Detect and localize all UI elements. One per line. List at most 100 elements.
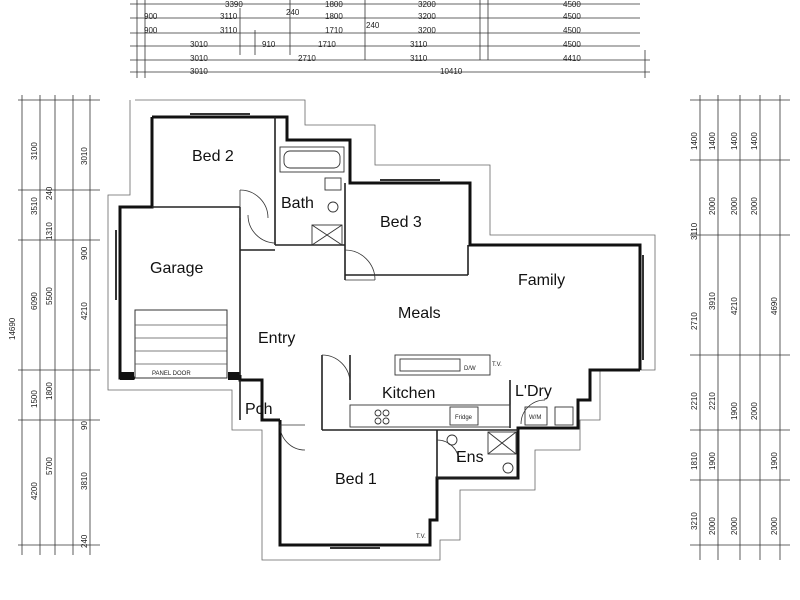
- top-dim-r4-5: 4500: [563, 40, 581, 49]
- right-dim-c4-3: 4690: [770, 297, 779, 315]
- fridge-space: [449, 406, 479, 426]
- dw-label: D/W: [464, 366, 476, 372]
- left-dim-c2-3: 5500: [45, 287, 54, 305]
- left-dimension-lines: [18, 95, 100, 555]
- top-dim-r4-3: 1710: [318, 40, 336, 49]
- top-dim-r3-5: 3200: [418, 26, 436, 35]
- right-dim-c3-4: 1900: [730, 402, 739, 420]
- top-dim-r1-3: 3200: [418, 0, 436, 9]
- left-dim-c2-1: 240: [45, 186, 54, 200]
- room-label-bed1: Bed 1: [335, 471, 377, 488]
- right-dim-c1-3: 2710: [690, 312, 699, 330]
- top-dim-r6-1: 3010: [190, 67, 208, 76]
- laundry-tub-icon: [554, 406, 574, 426]
- top-dim-r5-4: 4410: [563, 54, 581, 63]
- right-dimension-labels: 1400 3110 2710 2210 1810 3210 1400 2000 …: [690, 132, 779, 535]
- door-swings: [239, 189, 546, 463]
- room-label-pch: Pch: [245, 401, 273, 418]
- top-dim-r2-6: 4500: [563, 12, 581, 21]
- basin-icon: [324, 177, 342, 191]
- right-dim-c3-1: 1400: [730, 132, 739, 150]
- right-dimension-lines: [690, 95, 790, 560]
- top-dim-r4-1: 3010: [190, 40, 208, 49]
- ensuite-basin-icon: [446, 434, 458, 446]
- left-dim-c2-5: 5700: [45, 457, 54, 475]
- right-dim-c1-4: 2210: [690, 392, 699, 410]
- top-dim-r1-4: 4500: [563, 0, 581, 9]
- room-label-bed2: Bed 2: [192, 148, 234, 165]
- right-dim-c4-1: 1400: [750, 132, 759, 150]
- room-label-kitchen: Kitchen: [382, 385, 435, 402]
- ensuite-shower-icon: [487, 431, 517, 455]
- left-dim-c2-2: 1310: [45, 222, 54, 240]
- room-label-family: Family: [518, 272, 565, 289]
- cooktop-icon: [374, 409, 382, 417]
- top-dim-r4-2: 910: [262, 40, 276, 49]
- right-dim-c1-5: 1810: [690, 452, 699, 470]
- right-dim-c2-5: 1900: [708, 452, 717, 470]
- left-dim-c1-4: 1500: [30, 390, 39, 408]
- right-dim-c4-4: 2000: [750, 402, 759, 420]
- right-dim-c2-4: 2210: [708, 392, 717, 410]
- top-dim-r3-4: 240: [366, 21, 380, 30]
- interior-walls: [152, 117, 518, 479]
- top-dim-r2-5: 3200: [418, 12, 436, 21]
- right-dim-c1-6: 3210: [690, 512, 699, 530]
- kitchen-island: [394, 354, 491, 376]
- exterior-walls: [118, 115, 642, 547]
- left-dim-c3-5: 3810: [80, 472, 89, 490]
- top-dim-r5-2: 2710: [298, 54, 316, 63]
- top-dim-r3-2: 3110: [220, 26, 238, 35]
- toilet-icon: [327, 201, 339, 213]
- left-dim-c1-5: 4200: [30, 482, 39, 500]
- top-dimension-labels: 3390 1800 3200 4500 900 3110 240 1800 32…: [144, 0, 581, 76]
- left-dim-c3-6: 240: [80, 534, 89, 548]
- right-dim-c2-1: 1400: [708, 132, 717, 150]
- left-dim-c3-3: 4210: [80, 302, 89, 320]
- top-dimension-lines: [130, 0, 650, 78]
- wm-label: W/M: [529, 415, 541, 421]
- room-label-bath: Bath: [281, 195, 314, 212]
- top-dim-r1-1: 3390: [225, 0, 243, 9]
- right-dim-c2-2: 2000: [708, 197, 717, 215]
- room-label-meals: Meals: [398, 305, 441, 322]
- garage-panel-door: PANEL DOOR: [120, 309, 240, 380]
- tv-label-family: T.V.: [492, 362, 502, 368]
- right-dim-c1-1: 1400: [690, 132, 699, 150]
- left-dim-c1-3: 6090: [30, 292, 39, 310]
- right-dim-c3-5: 2000: [730, 517, 739, 535]
- top-dim-r3-3: 1710: [325, 26, 343, 35]
- room-label-bed3: Bed 3: [380, 214, 422, 231]
- left-dim-c1-2: 3510: [30, 197, 39, 215]
- room-label-entry: Entry: [258, 330, 295, 347]
- left-dim-c3-1: 3010: [80, 147, 89, 165]
- right-dim-c3-3: 4210: [730, 297, 739, 315]
- site-outline: [107, 99, 656, 561]
- room-labels: Bed 2 Bath Bed 3 Garage Family Meals Ent…: [150, 148, 565, 488]
- top-dim-r5-3: 3110: [410, 54, 428, 63]
- right-dim-c2-6: 2000: [708, 517, 717, 535]
- tv-label-bed1: T.V.: [416, 534, 426, 540]
- left-dim-c2-4: 1800: [45, 382, 54, 400]
- right-dim-c4-2: 2000: [750, 197, 759, 215]
- left-dimension-labels: 14690 3100 3510 6090 1500 4200 240 1310 …: [8, 142, 89, 548]
- panel-door-label: PANEL DOOR: [152, 371, 191, 377]
- right-dim-c4-5: 1900: [770, 452, 779, 470]
- top-dim-r1-2: 1800: [325, 0, 343, 9]
- top-dim-r3-6: 4500: [563, 26, 581, 35]
- right-dim-c1-2: 3110: [690, 222, 699, 240]
- room-label-ldry: L'Dry: [515, 383, 552, 400]
- ensuite-toilet-icon: [502, 462, 514, 474]
- washing-machine-space: [524, 406, 548, 426]
- room-label-ens: Ens: [456, 449, 484, 466]
- right-dim-c3-2: 2000: [730, 197, 739, 215]
- top-dim-r3-1: 900: [144, 26, 158, 35]
- left-dim-c3-2: 900: [80, 246, 89, 260]
- left-dim-c3-4: 90: [80, 421, 89, 430]
- fixture-labels: D/W Fridge W/M T.V. T.V.: [416, 362, 541, 540]
- left-dim-c1-1: 3100: [30, 142, 39, 160]
- left-dim-total: 14690: [8, 317, 17, 340]
- fixtures: [115, 113, 644, 549]
- top-dim-r6-2: 10410: [440, 67, 463, 76]
